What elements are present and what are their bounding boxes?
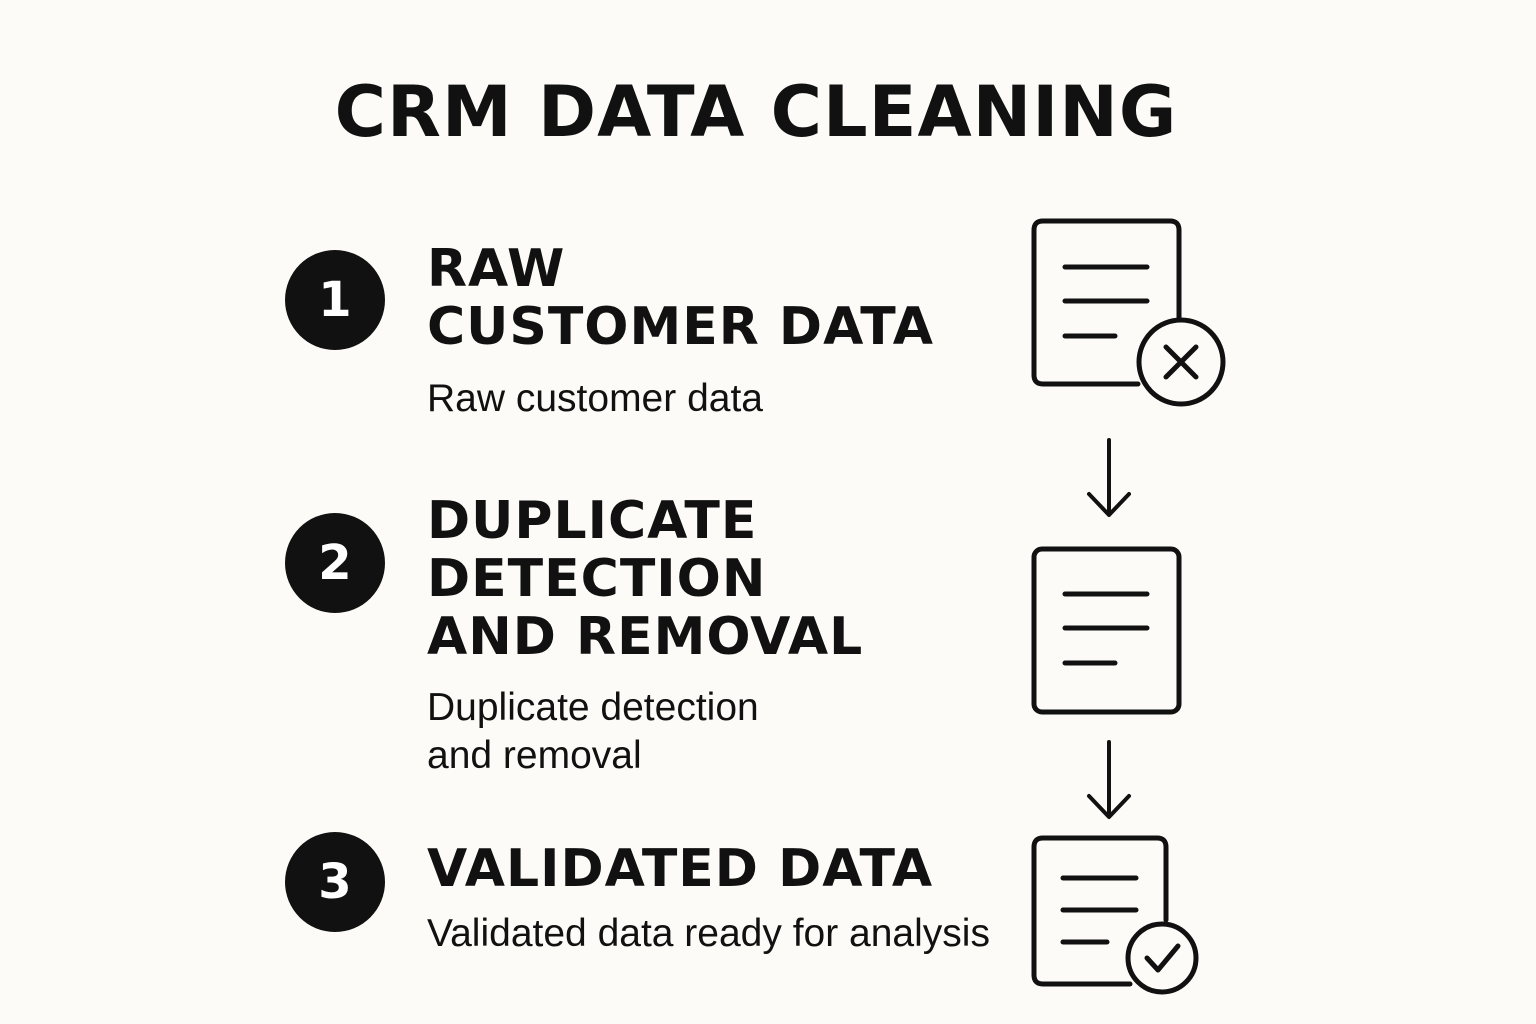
arrow-down-icon [1087, 740, 1131, 819]
step-1-heading-line: RAW [427, 239, 566, 299]
document-check-icon [1031, 835, 1199, 995]
step-1-description: Raw customer data [427, 375, 763, 423]
step-3-heading: VALIDATED DATA [427, 840, 933, 898]
step-1-number-badge: 1 [285, 250, 385, 350]
step-3-description: Validated data ready for analysis [427, 910, 990, 958]
document-x-icon [1031, 218, 1226, 407]
step-1-description-line: Raw customer data [427, 377, 763, 420]
step-2-description-line: Duplicate detection [427, 686, 759, 729]
step-3-heading-line: VALIDATED DATA [427, 839, 934, 899]
step-2-number-badge: 2 [285, 513, 385, 613]
step-1-heading-line: CUSTOMER DATA [427, 297, 934, 357]
step-2-description-line: and removal [427, 734, 642, 777]
arrow-down-icon [1087, 438, 1131, 517]
step-2-heading-line: DUPLICATE [427, 491, 758, 551]
page-title: CRM DATA CLEANING [334, 71, 1178, 153]
step-2-description: Duplicate detection and removal [427, 684, 759, 780]
step-3-description-line: Validated data ready for analysis [427, 912, 990, 955]
step-2-heading-line: DETECTION [427, 549, 767, 609]
step-2-heading: DUPLICATE DETECTION AND REMOVAL [427, 492, 863, 666]
step-1-heading: RAW CUSTOMER DATA [427, 240, 934, 356]
document-icon [1031, 546, 1182, 715]
step-3-number-badge: 3 [285, 832, 385, 932]
step-2-heading-line: AND REMOVAL [427, 607, 864, 667]
